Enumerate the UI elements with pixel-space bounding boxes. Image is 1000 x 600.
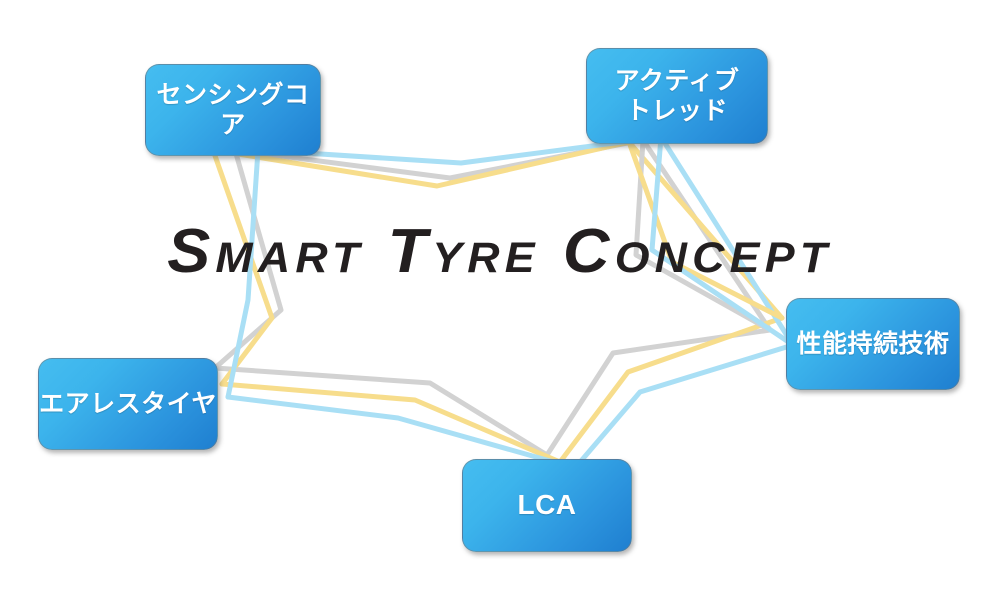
node-sensing-core[interactable]: センシングコア	[145, 64, 321, 156]
node-performance-tech[interactable]: 性能持続技術	[786, 298, 960, 390]
outer-gray-pentagon	[212, 137, 773, 458]
inner-blue-pentagon	[225, 134, 796, 471]
node-performance-tech-label: 性能持続技術	[796, 329, 950, 358]
node-lca[interactable]: LCA	[462, 459, 632, 552]
node-active-tread-label: アクティブ トレッド	[614, 66, 740, 126]
node-airless-tyre-label: エアレスタイヤ	[39, 389, 217, 418]
mid-yellow-pentagon	[210, 139, 785, 465]
page-title-text: Smart Tyre Concept	[167, 217, 833, 286]
yellow-spoke-top-right	[626, 139, 785, 321]
blue-spoke-top-right	[649, 134, 796, 348]
node-sensing-core-label: センシングコア	[156, 80, 310, 140]
node-lca-label: LCA	[517, 489, 577, 521]
blue-spoke-upper-left	[225, 147, 261, 400]
page-title: Smart Tyre Concept	[0, 216, 1000, 287]
node-airless-tyre[interactable]: エアレスタイヤ	[38, 358, 218, 450]
gray-spoke-upper-left	[212, 147, 284, 371]
yellow-spoke-upper-left	[210, 147, 275, 387]
node-active-tread[interactable]: アクティブ トレッド	[586, 48, 768, 144]
gray-spoke-top-right	[633, 137, 773, 333]
